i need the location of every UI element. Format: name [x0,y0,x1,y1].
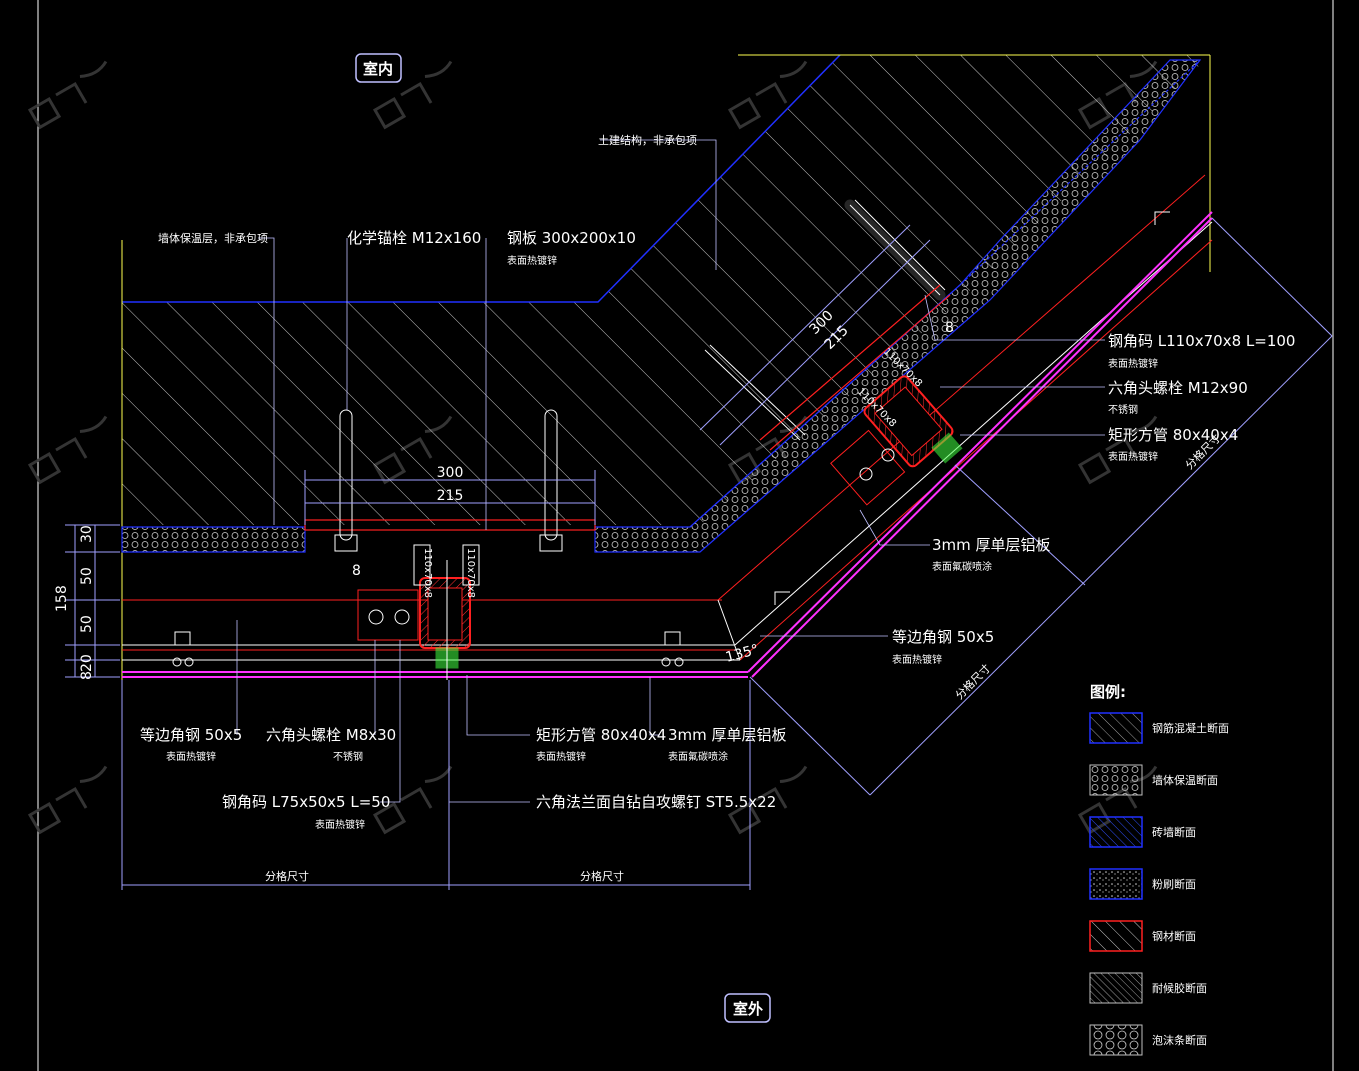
label-angle-left: 等边角钢 50x5 [140,726,242,744]
dim-50-a: 50 [79,567,95,585]
label-grid-2: 分格尺寸 [580,869,624,883]
leader-lines [236,139,1105,803]
right-tube [863,375,954,468]
label-angle-left-finish: 表面热镀锌 [166,750,216,763]
label-tube-right: 矩形方管 80x40x4 [1108,426,1238,444]
dim-8-vertical: 8 [79,671,95,680]
right-seal [931,432,963,464]
label-hex-bolt-m12-material: 不锈钢 [1108,403,1138,416]
legend-item: 粉刷断面 [1089,868,1196,900]
right-anchors [704,199,951,451]
legend-item-label: 钢筋混凝土断面 [1152,721,1229,735]
right-bolt-1 [881,448,895,462]
legend-item: 钢筋混凝土断面 [1089,712,1229,744]
label-bolt-m8: 六角头螺栓 M8x30 [266,726,396,744]
label-alu-left-finish: 表面氟碳喷涂 [668,750,728,763]
label-alu-right-finish: 表面氟碳喷涂 [932,560,992,573]
label-bracket-left-finish: 表面热镀锌 [315,818,365,831]
dim-tube-1: 110x70x8 [422,548,433,598]
legend-item: 耐候胶断面 [1089,972,1207,1004]
label-alu-left: 3mm 厚单层铝板 [668,726,787,744]
legend-item-label: 钢材断面 [1152,929,1196,943]
tag-outdoor-text: 室外 [733,1000,763,1018]
dim-50-b: 50 [79,615,95,633]
dim-30: 30 [79,525,95,543]
legend-item: 墙体保温断面 [1089,764,1218,796]
legend-item-label: 耐候胶断面 [1152,981,1207,995]
label-hex-bolt-m12: 六角头螺栓 M12x90 [1108,379,1248,397]
label-angle-right-finish: 表面热镀锌 [892,653,942,666]
right-bracket-plate [830,429,906,506]
tag-indoor-text: 室内 [363,60,393,78]
label-civil: 土建结构，非承包项 [598,133,697,147]
right-angle-clip-1 [774,591,790,605]
label-grid-1: 分格尺寸 [265,869,309,883]
label-tube-right-finish: 表面热镀锌 [1108,450,1158,463]
legend-item-label: 粉刷断面 [1152,877,1196,891]
label-plate-finish: 表面热镀锌 [507,254,557,267]
dim-tube-2: 110x70x8 [465,548,476,598]
dim-300-left: 300 [437,465,464,481]
dim-8-right: 8 [945,320,954,336]
label-tube-left: 矩形方管 80x40x4 [536,726,666,744]
label-angle-right: 等边角钢 50x5 [892,628,994,646]
legend-item-label: 泡沫条断面 [1152,1033,1207,1047]
label-alu-right: 3mm 厚单层铝板 [932,536,1051,554]
legend-item: 钢材断面 [1089,920,1196,952]
right-bolt-2 [859,467,873,481]
legend-item-label: 墙体保温断面 [1152,773,1218,787]
label-screw: 六角法兰面自钻自攻螺钉 ST5.5x22 [536,793,776,811]
label-grid-3: 分格尺寸 [952,661,993,702]
label-tube-left-finish: 表面热镀锌 [536,750,586,763]
label-bracket-left: 钢角码 L75x50x5 L=50 [222,793,390,811]
legend: 图例: 钢筋混凝土断面 墙体保温断面 砖墙断面 粉刷断面 钢材断面 耐候胶断面 … [1089,683,1229,1056]
dimension-lines [65,217,1333,890]
left-angle-clips [172,631,684,667]
dim-158: 158 [54,585,70,612]
right-angle-clip-2 [1154,211,1170,225]
dim-8-left: 8 [352,563,361,579]
legend-item: 泡沫条断面 [1089,1024,1207,1056]
dim-20: 20 [79,654,95,672]
legend-item-label: 砖墙断面 [1152,825,1196,839]
legend-title: 图例: [1090,683,1126,701]
label-corner-bracket-finish: 表面热镀锌 [1108,357,1158,370]
label-bolt-m8-material: 不锈钢 [333,750,363,763]
label-insulation: 墙体保温层，非承包项 [158,231,268,245]
concrete-section [122,55,1210,525]
tag-indoor: 室内 [355,53,402,83]
label-anchor: 化学锚栓 M12x160 [347,229,481,247]
tag-outdoor: 室外 [724,993,771,1023]
concrete-edge [122,54,841,303]
label-corner-bracket: 钢角码 L110x70x8 L=100 [1108,332,1295,350]
left-tube [413,544,480,680]
legend-item: 砖墙断面 [1089,816,1196,848]
right-system-lines [717,174,1213,678]
label-plate: 钢板 300x200x10 [507,229,636,247]
dim-215-left: 215 [437,488,464,504]
insulation-edge [689,59,1201,528]
